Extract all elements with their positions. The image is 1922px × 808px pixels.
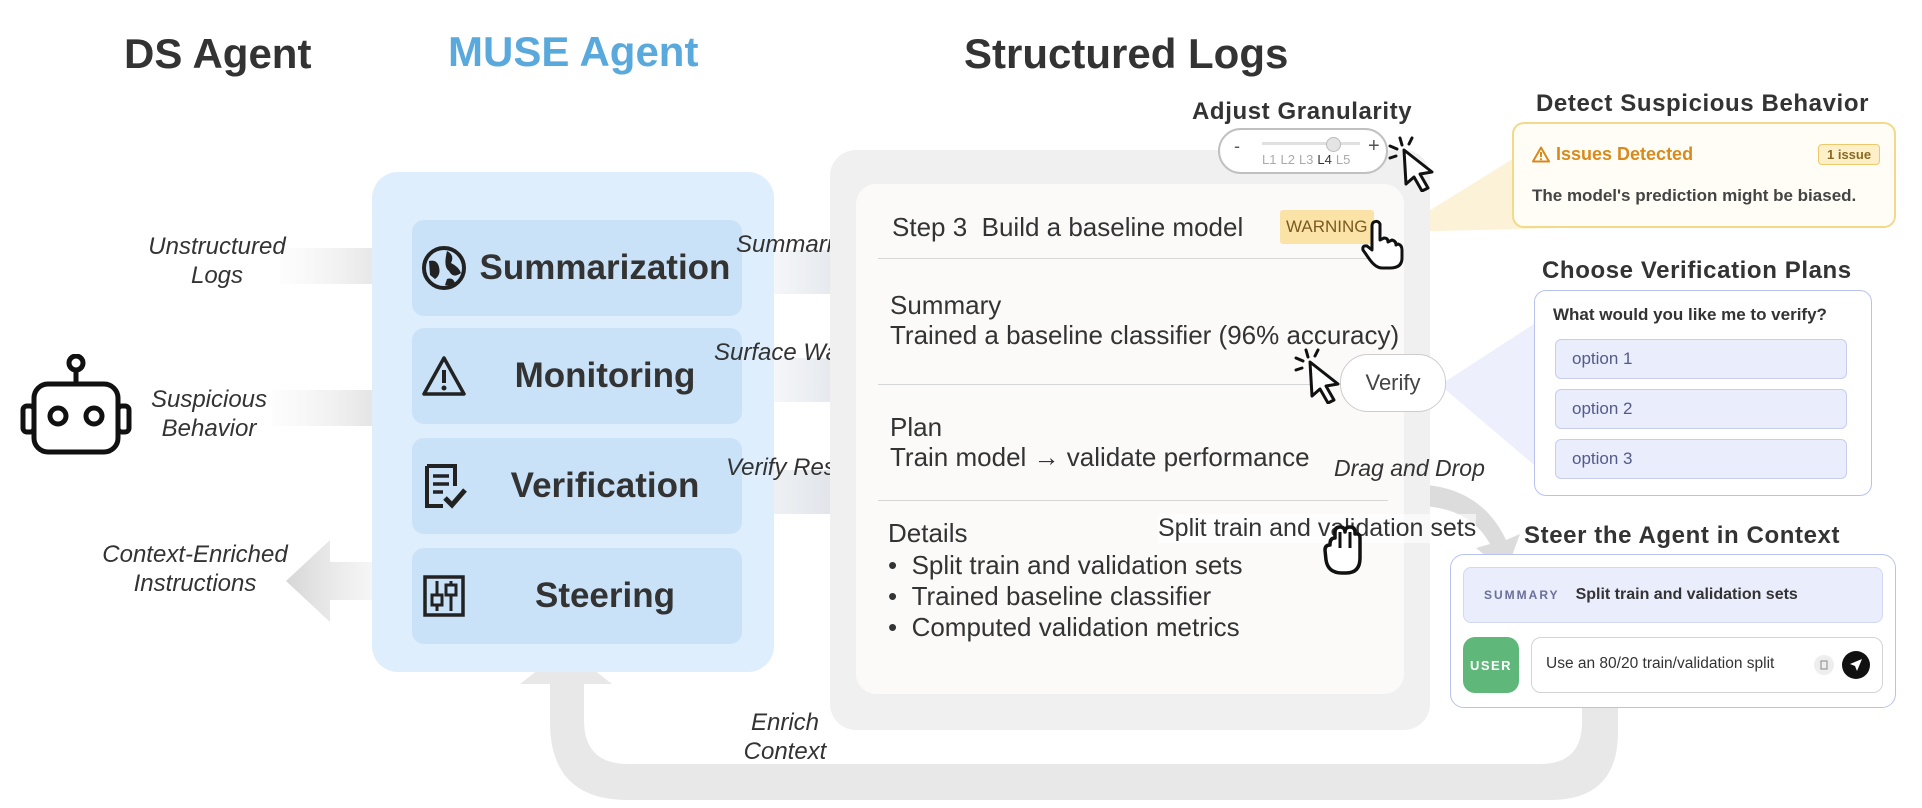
- divider: [878, 258, 1388, 259]
- verification-title: Choose Verification Plans: [1542, 257, 1852, 284]
- verify-button[interactable]: Verify: [1340, 354, 1446, 412]
- issues-header: Issues Detected: [1532, 144, 1693, 165]
- sliders-icon: [420, 572, 468, 620]
- checklist-icon: [420, 462, 468, 510]
- log-step-header: Step 3 Build a baseline model: [892, 212, 1243, 243]
- divider: [878, 500, 1388, 501]
- send-icon[interactable]: [1842, 651, 1870, 679]
- plan-text: Train model → validate performance: [890, 442, 1310, 472]
- issues-card: Issues Detected 1 issue The model's pred…: [1512, 122, 1896, 228]
- robot-icon: [20, 354, 132, 455]
- log-card: [856, 184, 1404, 694]
- level-l4[interactable]: L4: [1317, 152, 1332, 167]
- steer-summary-row: SUMMARY Split train and validation sets: [1463, 567, 1883, 623]
- verification-option[interactable]: option 2: [1555, 389, 1847, 429]
- granularity-plus-button[interactable]: +: [1368, 135, 1380, 157]
- details-item: • Split train and validation sets: [888, 550, 1243, 580]
- steer-summary-text: Split train and validation sets: [1575, 586, 1798, 603]
- steer-title: Steer the Agent in Context: [1524, 522, 1841, 549]
- summary-text: Trained a baseline classifier (96% accur…: [890, 320, 1400, 350]
- divider: [878, 384, 1338, 385]
- granularity-levels: L1 L2 L3 L4 L5: [1262, 152, 1350, 167]
- pointer-cursor-icon: [1388, 136, 1434, 192]
- module-summarization[interactable]: Summarization: [412, 220, 742, 316]
- level-l5[interactable]: L5: [1335, 152, 1351, 167]
- suspicious-title: Detect Suspicious Behavior: [1536, 90, 1870, 117]
- structured-logs-title: Structured Logs: [964, 30, 1289, 77]
- details-list: • Split train and validation sets • Trai…: [888, 550, 1243, 643]
- step-label: Step 3: [892, 212, 968, 242]
- warning-badge[interactable]: WARNING: [1280, 210, 1374, 244]
- warning-icon: [420, 352, 468, 400]
- hand-pointer-icon: [1361, 219, 1404, 270]
- module-monitoring[interactable]: Monitoring: [412, 328, 742, 424]
- module-verification[interactable]: Verification: [412, 438, 742, 534]
- granularity-slider[interactable]: - + L1 L2 L3 L4 L5: [1218, 128, 1388, 174]
- module-steering[interactable]: Steering: [412, 548, 742, 644]
- arrow-context-instructions: [286, 540, 410, 622]
- module-verification-label: Verification: [510, 466, 700, 505]
- verification-card: What would you like me to verify? option…: [1534, 290, 1872, 496]
- module-summarization-label: Summarization: [479, 248, 731, 287]
- plan-title: Plan: [890, 412, 943, 442]
- issue-count-badge: 1 issue: [1818, 144, 1881, 165]
- ds-agent-title: DS Agent: [124, 30, 312, 77]
- level-l3[interactable]: L3: [1298, 152, 1314, 167]
- steer-input[interactable]: Use an 80/20 train/validation split: [1531, 637, 1883, 693]
- issues-label: Issues Detected: [1556, 144, 1694, 164]
- beam-verification: [1440, 320, 1540, 470]
- dragged-text[interactable]: Split train and validation sets: [1158, 514, 1477, 543]
- verification-option[interactable]: option 1: [1555, 339, 1847, 379]
- details-item: • Computed validation metrics: [888, 612, 1240, 642]
- details-title: Details: [888, 518, 968, 548]
- granularity-thumb[interactable]: [1326, 137, 1341, 152]
- attach-icon[interactable]: [1814, 655, 1834, 675]
- user-tag: USER: [1463, 637, 1519, 693]
- granularity-minus-button[interactable]: -: [1234, 136, 1240, 156]
- verification-question: What would you like me to verify?: [1553, 305, 1827, 324]
- muse-agent-title: MUSE Agent: [448, 28, 699, 75]
- label-drag-and-drop: Drag and Drop: [1334, 455, 1485, 481]
- granularity-track: [1262, 142, 1360, 145]
- level-l2[interactable]: L2: [1280, 152, 1295, 167]
- level-l1[interactable]: L1: [1262, 152, 1277, 167]
- pointer-cursor-icon: [1294, 348, 1340, 404]
- details-item: • Trained baseline classifier: [888, 581, 1212, 611]
- steer-input-value: Use an 80/20 train/validation split: [1546, 655, 1775, 672]
- warning-icon: [1532, 146, 1550, 163]
- steer-card: SUMMARY Split train and validation sets …: [1450, 554, 1896, 708]
- step-title: Build a baseline model: [981, 212, 1244, 242]
- issue-message: The model's prediction might be biased.: [1532, 186, 1857, 205]
- globe-icon: [420, 244, 468, 292]
- arrow-enrich-context: [520, 648, 1618, 800]
- granularity-title: Adjust Granularity: [1192, 98, 1413, 125]
- summary-title: Summary: [890, 290, 1002, 320]
- grab-hand-icon: [1323, 525, 1362, 575]
- module-steering-label: Steering: [534, 576, 676, 615]
- verification-option[interactable]: option 3: [1555, 439, 1847, 479]
- module-monitoring-label: Monitoring: [514, 356, 696, 395]
- summary-tag: SUMMARY: [1484, 588, 1560, 602]
